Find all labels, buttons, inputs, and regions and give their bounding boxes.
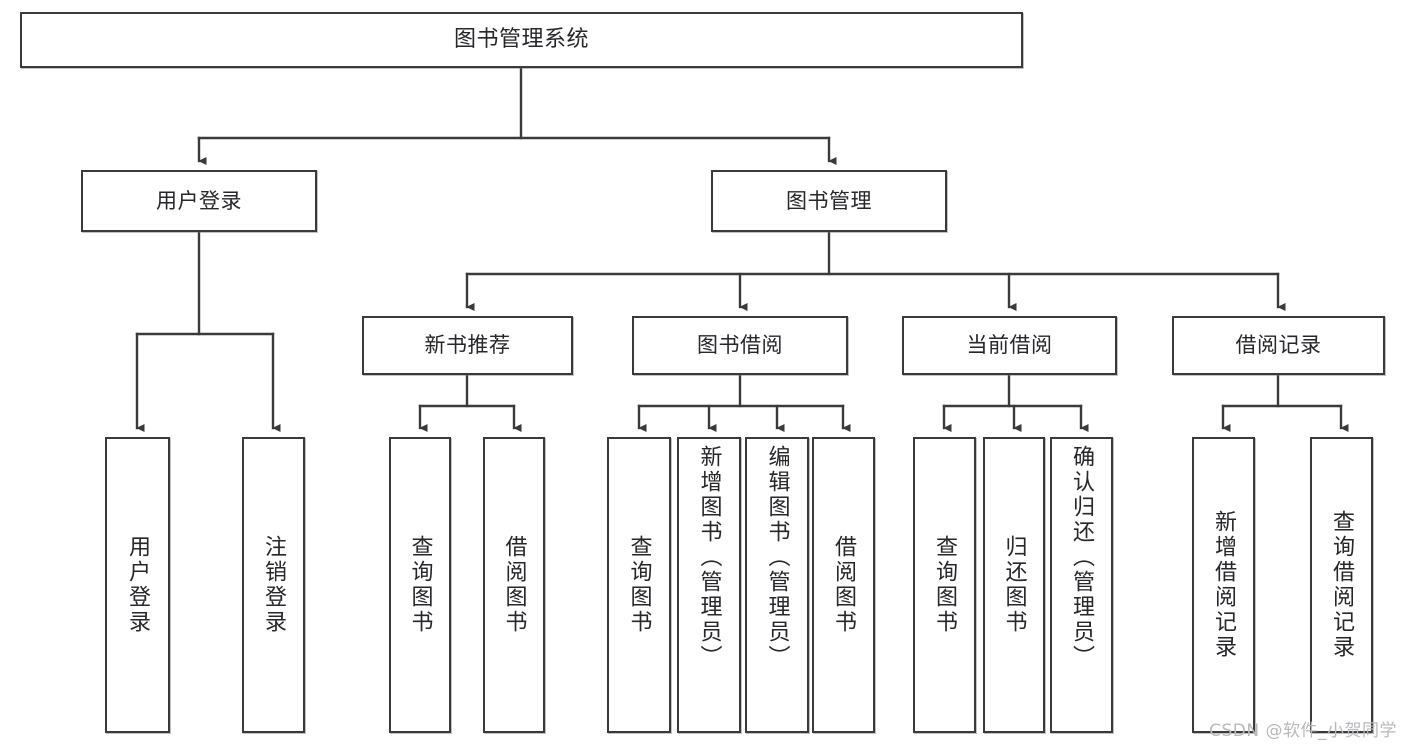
node-leaf-query-borrow-record[interactable]: 查询借阅记录 [1310,437,1373,733]
node-leaf-confirm-return-admin-label: 确认归还（管理员） [1069,445,1095,670]
node-leaf-add-book-admin-label: 新增图书（管理员） [696,445,722,670]
node-leaf-return-book[interactable]: 归还图书 [983,437,1045,733]
node-leaf-add-borrow-record-label: 新增借阅记录 [1211,510,1237,660]
node-current-borrowing[interactable]: 当前借阅 [902,316,1117,375]
node-leaf-query-book-borrowing[interactable]: 查询图书 [607,437,671,733]
node-user-login[interactable]: 用户登录 [81,170,317,232]
node-leaf-confirm-return-admin[interactable]: 确认归还（管理员） [1050,437,1113,733]
node-leaf-borrow-book-recommend[interactable]: 借阅图书 [483,437,545,733]
node-leaf-query-book-recommend[interactable]: 查询图书 [389,437,451,733]
node-leaf-borrow-book-recommend-label: 借阅图书 [501,535,527,635]
node-leaf-add-book-admin[interactable]: 新增图书（管理员） [677,437,741,733]
node-book-borrowing-label: 图书借阅 [697,333,783,358]
node-leaf-query-book-current[interactable]: 查询图书 [913,437,976,733]
node-leaf-query-book-current-label: 查询图书 [932,535,958,635]
node-book-management-label: 图书管理 [786,188,872,213]
node-current-borrowing-label: 当前借阅 [966,333,1053,358]
node-book-management[interactable]: 图书管理 [711,170,947,232]
node-leaf-query-borrow-record-label: 查询借阅记录 [1329,510,1355,660]
csdn-watermark: CSDN @软件_小贺同学 [1209,721,1397,741]
node-leaf-borrow-book[interactable]: 借阅图书 [812,437,875,733]
node-root-system-label: 图书管理系统 [453,27,589,53]
node-user-login-label: 用户登录 [156,188,242,213]
node-borrow-record-label: 借阅记录 [1235,333,1322,358]
node-new-book-recommend-label: 新书推荐 [424,333,511,358]
node-leaf-return-book-label: 归还图书 [1001,535,1027,635]
node-leaf-edit-book-admin-label: 编辑图书（管理员） [764,445,790,670]
node-leaf-logout-label: 注销登录 [261,535,287,635]
node-leaf-add-borrow-record[interactable]: 新增借阅记录 [1192,437,1255,733]
node-leaf-query-book-borrowing-label: 查询图书 [626,535,652,635]
node-leaf-borrow-book-label: 借阅图书 [831,535,857,635]
node-new-book-recommend[interactable]: 新书推荐 [362,316,573,375]
node-leaf-query-book-recommend-label: 查询图书 [407,535,433,635]
node-root-system[interactable]: 图书管理系统 [20,12,1023,68]
node-leaf-logout[interactable]: 注销登录 [242,437,305,733]
node-book-borrowing[interactable]: 图书借阅 [632,316,848,375]
node-leaf-user-login-label: 用户登录 [125,535,151,635]
node-leaf-edit-book-admin[interactable]: 编辑图书（管理员） [745,437,809,733]
node-borrow-record[interactable]: 借阅记录 [1172,316,1385,375]
node-leaf-user-login[interactable]: 用户登录 [105,437,170,733]
